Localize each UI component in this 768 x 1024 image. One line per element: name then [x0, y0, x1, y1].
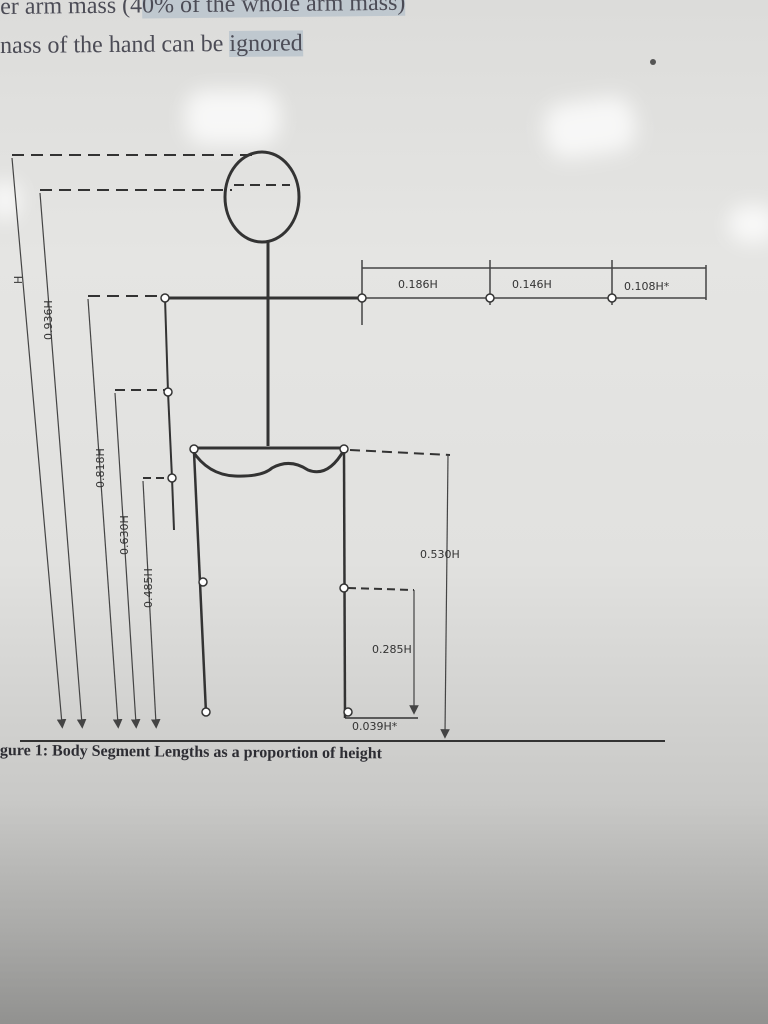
- hip-ref-dash: [349, 449, 451, 456]
- label-ankle-height: 0.039H*: [352, 720, 398, 733]
- label-hand: 0.108H*: [624, 280, 670, 293]
- pelvis-curve: [190, 449, 346, 478]
- height-dim-line: [11, 157, 67, 729]
- knee-ref-dash: [347, 587, 415, 591]
- label-shoulder-height: 0.818H: [94, 448, 107, 488]
- label-eye-height: 0.936H: [42, 300, 55, 340]
- left-knee-joint: [198, 577, 208, 587]
- label-knee-height: 0.285H: [372, 643, 412, 656]
- label-hip-height: 0.530H: [420, 548, 460, 561]
- shoulder-dim-line: [87, 298, 123, 729]
- elbow-joint: [485, 293, 495, 303]
- left-ankle-joint: [201, 707, 211, 717]
- shoulder-joint: [357, 293, 367, 303]
- screen-glare-left: [185, 90, 280, 145]
- screen-bottom-shadow: [0, 800, 768, 1024]
- right-hip-joint: [339, 444, 349, 454]
- screen-dust-speck: [650, 59, 656, 65]
- wrist-joint: [607, 293, 617, 303]
- screen-glare-edge: [728, 205, 768, 243]
- left-hip-joint: [189, 444, 199, 454]
- label-wrist-height: 0.485H: [142, 568, 155, 608]
- right-ankle-joint: [343, 707, 353, 717]
- eye-dim-line: [39, 192, 87, 729]
- left-wrist-joint: [167, 473, 177, 483]
- wrist-dim-line: [142, 480, 161, 729]
- left-hand-line: [171, 477, 175, 531]
- label-elbow-height: 0.630H: [118, 515, 131, 555]
- stick-figure-head: [223, 150, 301, 244]
- elbow-dim-line: [114, 392, 141, 729]
- figure-caption: gure 1: Body Segment Lengths as a propor…: [0, 742, 383, 763]
- left-elbow-joint: [163, 387, 173, 397]
- hip-dim-line: [440, 454, 450, 739]
- label-forearm: 0.146H: [512, 278, 552, 291]
- right-knee-joint: [339, 583, 349, 593]
- label-height: H: [12, 276, 25, 284]
- left-forearm-line: [167, 391, 173, 479]
- left-shoulder-joint: [160, 293, 170, 303]
- left-upper-arm-line: [164, 297, 169, 393]
- label-upper-arm: 0.186H: [398, 278, 438, 291]
